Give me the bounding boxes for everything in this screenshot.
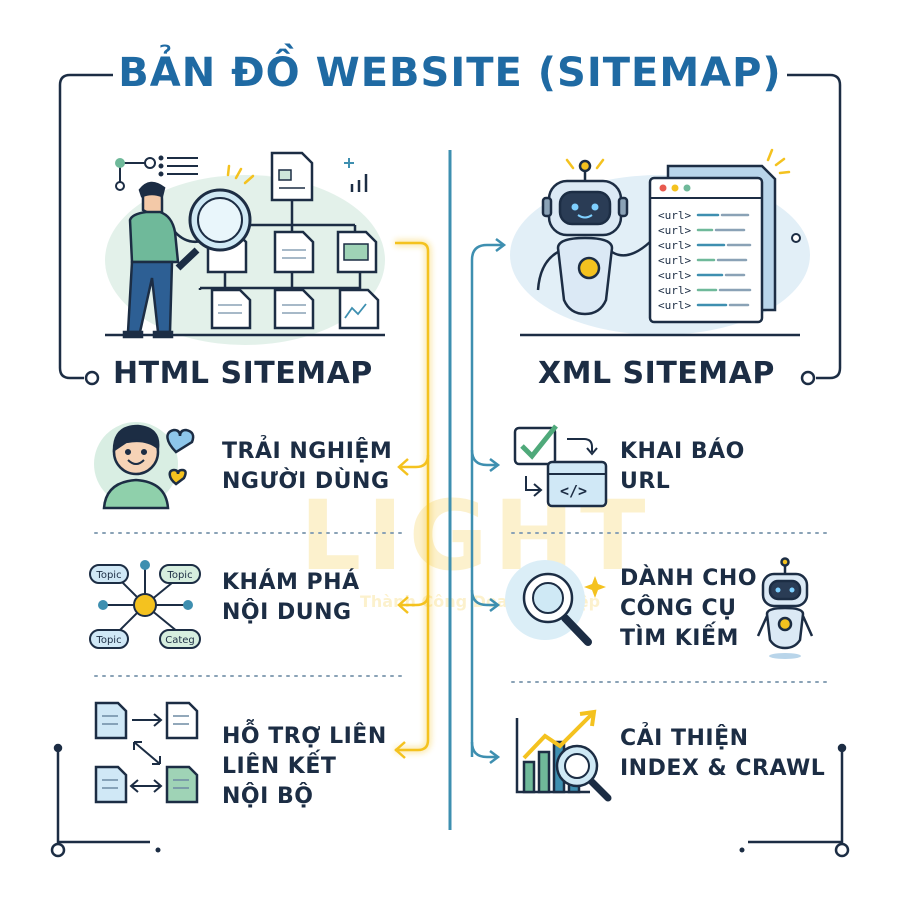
internal-links-icon — [94, 701, 199, 804]
feature-line: NỘI DUNG — [222, 600, 352, 625]
person-icon — [122, 181, 206, 339]
url-tag: <url> — [658, 269, 691, 282]
feature-index-crawl: CẢI THIỆN INDEX & CRAWL — [620, 724, 825, 784]
sitemap-page-icon — [270, 151, 314, 202]
xml-sitemap-illustration: <url> <url> <url> <url> <url> <url> <url… — [510, 148, 810, 337]
feature-internal-linking: HỖ TRỢ LIÊN LIÊN KẾT NỘI BỘ — [222, 722, 387, 812]
user-experience-icon — [94, 422, 195, 510]
html-sitemap-heading: HTML SITEMAP — [113, 356, 373, 391]
code-tag: </> — [560, 482, 587, 500]
url-tag: <url> — [658, 254, 691, 267]
feature-content-discovery: KHÁM PHÁ NỘI DUNG — [222, 568, 360, 628]
content-discovery-icon: Topic Topic Topic Categ — [89, 560, 201, 649]
xml-sitemap-heading: XML SITEMAP — [538, 356, 775, 391]
feature-url-declaration: KHAI BÁO URL — [620, 437, 745, 497]
html-sitemap-illustration — [105, 151, 385, 345]
feature-line: CÔNG CỤ — [620, 596, 737, 621]
url-tag: <url> — [658, 299, 691, 312]
feature-line: TRẢI NGHIỆM — [222, 439, 393, 464]
url-tag: <url> — [658, 224, 691, 237]
left-connector — [394, 239, 432, 759]
feature-line: HỖ TRỢ LIÊN — [222, 724, 387, 749]
row-separators — [94, 532, 831, 683]
feature-line: INDEX & CRAWL — [620, 756, 826, 781]
feature-user-experience: TRẢI NGHIỆM NGƯỜI DÙNG — [222, 437, 392, 497]
feature-line: KHAI BÁO — [620, 439, 745, 464]
feature-line: CẢI THIỆN — [620, 726, 749, 751]
url-tag: <url> — [658, 284, 691, 297]
feature-line: DÀNH CHO — [620, 566, 758, 591]
small-robot-icon — [756, 557, 814, 650]
feature-line: NGƯỜI DÙNG — [222, 469, 390, 494]
frame-lines — [56, 73, 844, 844]
url-tag: <url> — [658, 209, 691, 222]
index-crawl-chart-icon — [515, 709, 612, 802]
feature-line: LIÊN KẾT — [222, 754, 337, 779]
frame-dots — [50, 370, 850, 858]
feature-line: TÌM KIẾM — [620, 626, 739, 651]
robot-icon — [536, 159, 651, 316]
feature-line: KHÁM PHÁ — [222, 570, 360, 595]
topic-pill-label: Topic — [95, 570, 121, 581]
search-engine-icon — [505, 560, 606, 646]
topic-pill-label: Topic — [95, 635, 121, 646]
xml-url-tags: <url> <url> <url> <url> <url> <url> <url… — [658, 209, 691, 312]
right-connector — [470, 238, 507, 764]
url-declaration-icon — [513, 424, 608, 508]
feature-line: NỘI BỘ — [222, 784, 314, 809]
feature-search-engines: DÀNH CHO CÔNG CỤ TÌM KIẾM — [620, 564, 757, 654]
url-tag: <url> — [658, 239, 691, 252]
magnifier-icon — [175, 188, 252, 271]
feature-line: URL — [620, 469, 671, 494]
topic-pill-label: Categ — [165, 635, 195, 646]
topic-pill-label: Topic — [166, 570, 192, 581]
page-title: BẢN ĐỒ WEBSITE (SITEMAP) — [118, 50, 782, 96]
